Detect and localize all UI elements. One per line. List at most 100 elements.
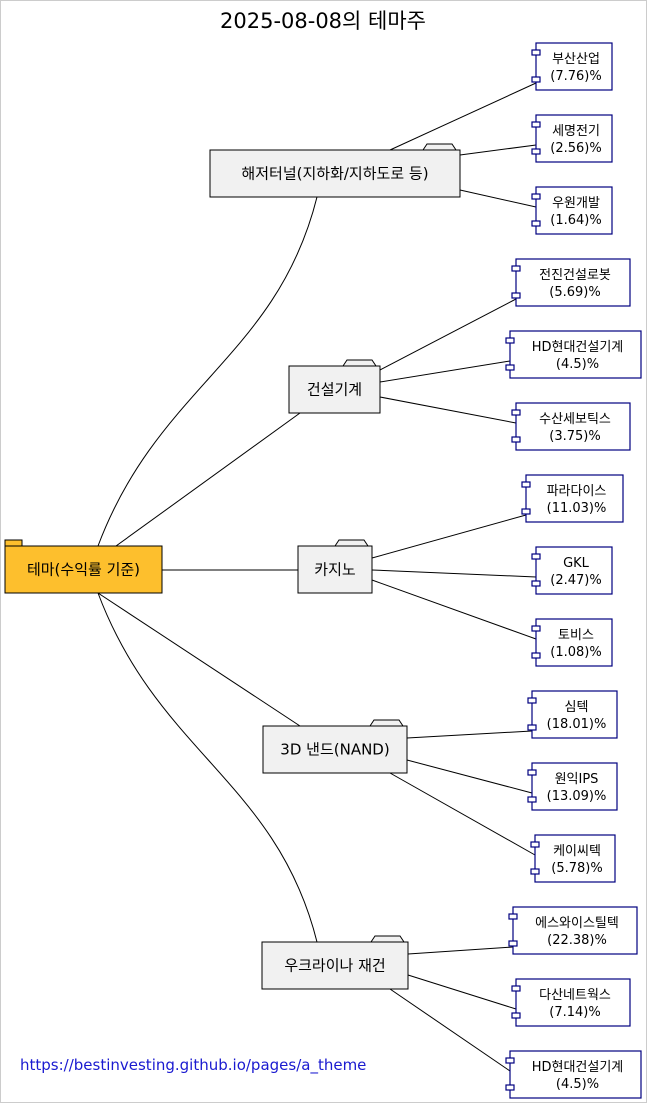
- theme-label: 카지노: [314, 561, 356, 579]
- stock-port-top: [511, 985, 521, 992]
- folder-tab: [342, 359, 377, 367]
- stock-node[interactable]: 파라다이스(11.03)%: [521, 474, 624, 523]
- stock-name: 원익IPS: [555, 772, 599, 787]
- stock-box: [531, 762, 618, 811]
- stock-node[interactable]: 토비스 (1.08)%: [531, 618, 613, 667]
- stock-return: (18.01)%: [547, 717, 607, 732]
- stock-port-bottom: [527, 796, 537, 803]
- stock-port-bottom: [521, 508, 531, 515]
- stock-name: 에스와이스틸텍: [535, 916, 619, 931]
- stock-node[interactable]: HD현대건설기계 (4.5)%: [505, 1050, 642, 1099]
- stock-port-bottom: [531, 220, 541, 227]
- stock-port-bottom: [530, 868, 540, 875]
- edge-theme-stock: [371, 569, 537, 578]
- theme-node[interactable]: 우크라이나 재건: [261, 935, 409, 990]
- stock-port-top: [527, 697, 537, 704]
- stock-port-top: [531, 121, 541, 128]
- stock-port-top: [505, 1057, 515, 1064]
- stock-return: (11.03)%: [547, 501, 607, 516]
- edge-theme-stock: [459, 189, 537, 208]
- stock-node[interactable]: GKL(2.47)%: [531, 546, 613, 595]
- stock-box: [512, 906, 638, 955]
- folder-tab: [4, 539, 23, 547]
- stock-box: [509, 1050, 642, 1099]
- root-node[interactable]: 테마(수익률 기준): [4, 539, 163, 594]
- theme-label: 건설기계: [307, 381, 362, 399]
- stock-port-top: [531, 49, 541, 56]
- folder-body: [209, 149, 461, 198]
- stock-port-top: [530, 841, 540, 848]
- theme-node[interactable]: 해저터널(지하화/지하도로 등): [209, 143, 461, 198]
- stock-port-bottom: [531, 148, 541, 155]
- stock-node[interactable]: HD현대건설기계(4.5)%: [505, 330, 642, 379]
- stock-port-bottom: [508, 940, 518, 947]
- folder-tab: [422, 143, 457, 151]
- stock-node[interactable]: 우원개발(1.64)%: [531, 186, 613, 235]
- stock-port-top: [527, 769, 537, 776]
- folder-tab: [369, 719, 404, 727]
- stock-node[interactable]: 부산산업(7.76)%: [531, 42, 613, 91]
- edge-theme-stock: [379, 298, 517, 371]
- page-title: 2025-08-08의 테마주: [220, 9, 426, 33]
- edge-theme-stock: [371, 514, 527, 559]
- theme-label: 해저터널(지하화/지하도로 등): [241, 165, 428, 183]
- stock-node[interactable]: 케이씨텍 (5.78)%: [530, 834, 616, 883]
- stock-port-bottom: [511, 436, 521, 443]
- theme-node[interactable]: 건설기계: [288, 359, 381, 414]
- theme-label: 우크라이나 재건: [284, 957, 385, 975]
- edge-theme-stock: [379, 360, 511, 383]
- stock-box: [531, 690, 618, 739]
- stock-name: 토비스: [558, 628, 594, 643]
- folder-body: [262, 725, 408, 774]
- edge-theme-stock: [406, 730, 533, 739]
- edge-theme-stock: [371, 579, 537, 640]
- stock-box: [509, 330, 642, 379]
- stock-return: (22.38)%: [547, 933, 607, 948]
- stock-node[interactable]: 다산네트웍스(7.14)%: [511, 978, 631, 1027]
- stock-port-top: [531, 193, 541, 200]
- stock-port-bottom: [511, 1012, 521, 1019]
- edges-layer: [97, 82, 537, 1072]
- stock-box: [535, 546, 613, 595]
- stock-port-bottom: [531, 652, 541, 659]
- edge-root-theme: [97, 592, 301, 727]
- stock-box: [525, 474, 624, 523]
- stock-name: 전진건설로봇: [539, 268, 611, 283]
- stock-return: (1.08)%: [550, 645, 601, 660]
- stock-name: HD현대건설기계: [532, 340, 624, 355]
- stock-box: [515, 978, 631, 1027]
- stock-box: [534, 834, 616, 883]
- edge-root-theme: [97, 196, 318, 547]
- stock-return: (2.56)%: [550, 141, 601, 156]
- stock-port-top: [511, 265, 521, 272]
- stock-name: 케이씨텍: [553, 844, 601, 859]
- stock-port-bottom: [527, 724, 537, 731]
- stock-node[interactable]: 전진건설로봇(5.69)%: [511, 258, 631, 307]
- theme-node[interactable]: 카지노: [297, 539, 373, 594]
- stock-name: 수산세보틱스: [539, 412, 611, 427]
- stock-box: [535, 42, 613, 91]
- stock-name: HD현대건설기계: [532, 1060, 624, 1075]
- theme-label: 3D 낸드(NAND): [280, 741, 389, 759]
- stock-port-bottom: [531, 580, 541, 587]
- stock-node[interactable]: 에스와이스틸텍 (22.38)%: [508, 906, 638, 955]
- stock-return: (5.78)%: [551, 861, 602, 876]
- stock-name: 우원개발: [552, 196, 600, 211]
- stock-node[interactable]: 세명전기(2.56)%: [531, 114, 613, 163]
- stock-node[interactable]: 심텍(18.01)%: [527, 690, 618, 739]
- stock-node[interactable]: 원익IPS (13.09)%: [527, 762, 618, 811]
- theme-node[interactable]: 3D 낸드(NAND): [262, 719, 408, 774]
- stock-return: (13.09)%: [547, 789, 607, 804]
- stock-box: [535, 618, 613, 667]
- stock-return: (4.5)%: [556, 1077, 599, 1092]
- stock-port-bottom: [505, 1084, 515, 1091]
- stock-node[interactable]: 수산세보틱스(3.75)%: [511, 402, 631, 451]
- stock-port-bottom: [505, 364, 515, 371]
- edge-theme-stock: [389, 772, 536, 856]
- edge-theme-stock: [407, 946, 514, 955]
- footer-link[interactable]: https://bestinvesting.github.io/pages/a_…: [20, 1056, 366, 1075]
- edge-theme-stock: [407, 974, 517, 1010]
- edge-root-theme: [115, 412, 301, 547]
